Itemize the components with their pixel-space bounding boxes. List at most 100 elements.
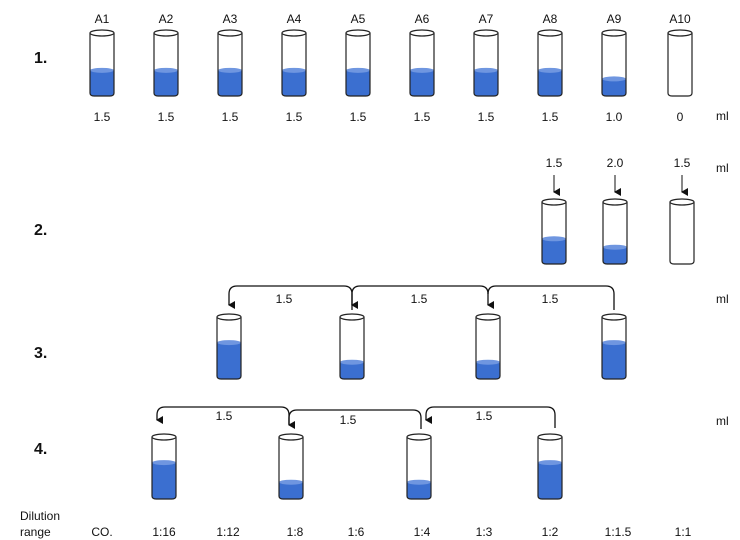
tube-row1-a8-body xyxy=(537,33,563,97)
volume-row1-a3: 1.5 xyxy=(221,110,239,124)
volume-row1-a10: 0 xyxy=(676,110,684,124)
tube-row1-a6-liquid xyxy=(410,70,434,96)
transfer-arrow-row4-1 xyxy=(425,406,556,428)
tube-row1-a9-liquid xyxy=(602,78,626,96)
tube-row1-a5-body xyxy=(345,33,371,97)
tube-label-a9: A9 xyxy=(606,12,622,26)
transfer-volume-row4-2: 1.5 xyxy=(339,413,357,427)
tube-row4-2-liquid-surface xyxy=(279,479,303,485)
tube-row3-1-rim xyxy=(216,313,242,321)
dilution-value-4: 1:8 xyxy=(286,525,304,539)
tube-row1-a9-body xyxy=(601,33,627,97)
tube-row4-4-body xyxy=(537,437,563,500)
tube-row4-3-rim xyxy=(406,433,432,441)
volume-row1-a2: 1.5 xyxy=(157,110,175,124)
tube-row1-a6-liquid-surface xyxy=(410,67,434,73)
tube-row3-3-rim xyxy=(475,313,501,321)
tube-row4-1-rim xyxy=(151,433,177,441)
tube-label-a8: A8 xyxy=(542,12,558,26)
tube-row1-a7-body xyxy=(473,33,499,97)
tube-label-a1: A1 xyxy=(94,12,110,26)
unit-ml-row2: ml xyxy=(716,161,729,175)
tube-label-a5: A5 xyxy=(350,12,366,26)
dilution-value-2: 1:16 xyxy=(152,525,176,539)
unit-ml-row3: ml xyxy=(716,292,729,306)
tube-row1-a2-liquid-surface xyxy=(154,67,178,73)
dilution-value-6: 1:4 xyxy=(413,525,431,539)
tube-row4-2-rim xyxy=(278,433,304,441)
transfer-volume-row3-3: 1.5 xyxy=(275,292,293,306)
volume-row1-a8: 1.5 xyxy=(541,110,559,124)
tube-row4-4-liquid xyxy=(538,462,562,499)
tube-row2-2-body xyxy=(602,202,628,265)
tube-row2-3-body xyxy=(669,202,695,265)
tube-label-a2: A2 xyxy=(158,12,174,26)
tube-row4-3-body xyxy=(406,437,432,500)
tube-row4-4-rim xyxy=(537,433,563,441)
tube-row3-4-rim xyxy=(601,313,627,321)
transfer-volume-row4-3: 1.5 xyxy=(215,409,233,423)
step-2-label: 2. xyxy=(34,222,48,239)
volume-row1-a1: 1.5 xyxy=(93,110,111,124)
dilution-label-line1: Dilution xyxy=(20,509,61,523)
tube-row1-a8-liquid-surface xyxy=(538,67,562,73)
volume-row1-a6: 1.5 xyxy=(413,110,431,124)
transfer-arrow-row3-3 xyxy=(228,285,353,310)
tube-label-a10: A10 xyxy=(669,12,691,26)
tube-row2-2-liquid xyxy=(603,247,627,264)
tube-row1-a2-body xyxy=(153,33,179,97)
tube-row3-3-liquid-surface xyxy=(476,359,500,365)
tube-row1-a3-body xyxy=(217,33,243,97)
unit-ml-row1: ml xyxy=(716,109,729,123)
step-3-label: 3. xyxy=(34,345,48,362)
tube-label-a3: A3 xyxy=(222,12,238,26)
tube-row4-1-body xyxy=(151,437,177,500)
tube-row1-a4-rim xyxy=(281,29,307,37)
tube-row1-a6-rim xyxy=(409,29,435,37)
transfer-volume-row3-1: 1.5 xyxy=(541,292,559,306)
step-1-label: 1. xyxy=(34,50,48,67)
tube-row4-4-liquid-surface xyxy=(538,460,562,466)
tube-row3-2-rim xyxy=(339,313,365,321)
tube-row1-a8-rim xyxy=(537,29,563,37)
tube-row1-a3-liquid xyxy=(218,70,242,96)
tube-row4-2-liquid xyxy=(279,482,303,499)
tube-row3-4-liquid xyxy=(602,342,626,379)
tube-row4-3-liquid xyxy=(407,482,431,499)
tube-row1-a4-liquid-surface xyxy=(282,67,306,73)
volume-row1-a7: 1.5 xyxy=(477,110,495,124)
tube-row2-1-liquid xyxy=(542,238,566,264)
tube-row2-1-rim xyxy=(541,198,567,206)
transfer-arrow-row4-3 xyxy=(156,406,290,424)
tube-row1-a1-body xyxy=(89,33,115,97)
tube-row2-2-rim xyxy=(602,198,628,206)
tube-label-a6: A6 xyxy=(414,12,430,26)
unit-ml-row4: ml xyxy=(716,414,729,428)
tube-row2-1-liquid-surface xyxy=(542,236,566,242)
volume-row1-a9: 1.0 xyxy=(605,110,623,124)
tube-row1-a5-liquid-surface xyxy=(346,67,370,73)
tube-row1-a4-liquid xyxy=(282,70,306,96)
tube-row1-a5-liquid xyxy=(346,70,370,96)
tube-row2-2-liquid-surface xyxy=(603,244,627,250)
tube-row1-a9-liquid-surface xyxy=(602,76,626,82)
tube-row3-1-body xyxy=(216,317,242,380)
tube-row1-a10-body xyxy=(667,33,693,97)
dilution-value-1: CO. xyxy=(91,525,113,539)
tube-row1-a8-liquid xyxy=(538,70,562,96)
tube-row2-3-rim xyxy=(669,198,695,206)
dilution-value-8: 1:2 xyxy=(541,525,559,539)
tube-row3-2-liquid xyxy=(340,362,364,379)
dilution-label-line2: range xyxy=(20,525,51,539)
tube-row2-1-body xyxy=(541,202,567,265)
tube-row1-a5-rim xyxy=(345,29,371,37)
tube-row1-a1-liquid-surface xyxy=(90,67,114,73)
addition-volume-row2-1: 1.5 xyxy=(545,156,563,170)
tube-label-a4: A4 xyxy=(286,12,302,26)
tube-row1-a3-rim xyxy=(217,29,243,37)
tube-row3-1-liquid xyxy=(217,342,241,379)
dilution-value-10: 1:1 xyxy=(674,525,692,539)
volume-row1-a5: 1.5 xyxy=(349,110,367,124)
tube-row1-a1-liquid xyxy=(90,70,114,96)
